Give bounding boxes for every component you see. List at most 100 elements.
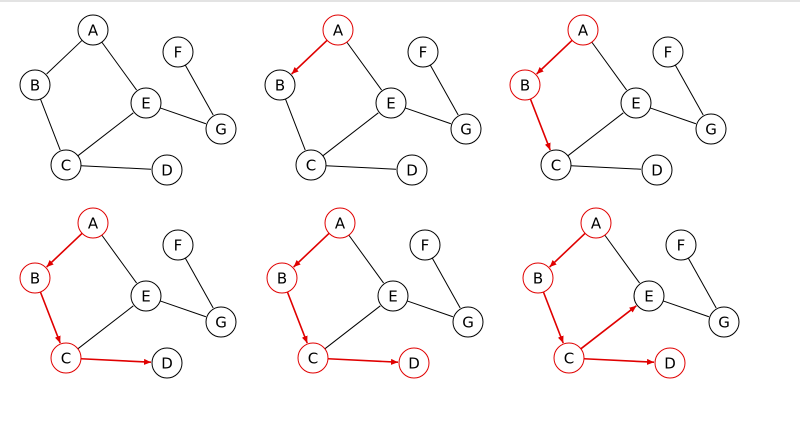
edge-a-e	[591, 41, 628, 91]
edge-c-e	[322, 112, 379, 157]
node-label: E	[644, 288, 653, 306]
edge-a-e	[101, 234, 138, 284]
node-c: C	[540, 149, 572, 181]
node-label: B	[533, 270, 543, 288]
node-circle	[77, 207, 109, 239]
node-label: B	[275, 77, 285, 95]
node-d: D	[398, 347, 430, 379]
node-label: D	[408, 355, 420, 373]
node-label: E	[141, 288, 150, 306]
node-circle	[151, 347, 183, 379]
node-label: A	[88, 22, 99, 40]
node-circle	[641, 154, 673, 186]
node-label: D	[651, 162, 663, 180]
node-circle	[409, 229, 441, 261]
node-d: D	[151, 154, 183, 186]
edge-c-e	[567, 112, 624, 157]
node-c: C	[553, 342, 585, 374]
edge-e-g	[405, 107, 452, 125]
traversal-arrow-a-b	[291, 39, 328, 75]
node-label: E	[388, 288, 397, 306]
node-f: F	[407, 36, 439, 68]
node-label: G	[215, 121, 227, 139]
node-label: C	[61, 350, 71, 368]
node-label: D	[406, 162, 418, 180]
node-circle	[19, 69, 51, 101]
node-circle	[620, 87, 652, 119]
node-b: B	[19, 69, 51, 101]
node-circle	[580, 207, 612, 239]
traversal-arrow-a-b	[293, 232, 330, 268]
node-circle	[450, 113, 482, 145]
node-a: A	[322, 14, 354, 46]
node-f: F	[162, 229, 194, 261]
node-label: E	[631, 95, 640, 113]
node-label: F	[174, 44, 183, 62]
node-a: A	[324, 207, 356, 239]
node-circle	[695, 113, 727, 145]
node-b: B	[19, 262, 51, 294]
node-circle	[266, 262, 298, 294]
node-circle	[398, 347, 430, 379]
edge-e-g	[650, 107, 697, 125]
edge-e-g	[407, 300, 454, 318]
node-f: F	[409, 229, 441, 261]
node-circle	[19, 262, 51, 294]
edge-e-g	[663, 300, 710, 318]
edge-c-d	[80, 165, 152, 170]
edge-f-g	[674, 64, 704, 116]
node-d: D	[641, 154, 673, 186]
node-e: E	[375, 87, 407, 119]
top-border	[0, 0, 800, 2]
edge-c-d	[325, 165, 397, 170]
node-label: F	[421, 237, 430, 255]
node-e: E	[130, 87, 162, 119]
node-circle	[633, 280, 665, 312]
edge-f-g	[429, 64, 459, 116]
traversal-arrow-b-c	[286, 291, 308, 344]
node-b: B	[522, 262, 554, 294]
node-g: G	[205, 306, 237, 338]
node-c: C	[297, 342, 329, 374]
node-circle	[297, 342, 329, 374]
traversal-arrow-a-b	[46, 232, 83, 268]
node-label: F	[419, 44, 428, 62]
node-circle	[654, 347, 686, 379]
node-circle	[375, 87, 407, 119]
node-label: B	[30, 270, 40, 288]
node-label: B	[520, 77, 530, 95]
node-label: E	[141, 95, 150, 113]
node-label: G	[705, 121, 717, 139]
node-circle	[162, 229, 194, 261]
edge-f-g	[687, 257, 717, 309]
node-g: G	[452, 306, 484, 338]
node-label: A	[88, 215, 99, 233]
node-label: G	[462, 314, 474, 332]
edge-b-c	[284, 98, 306, 151]
traversal-arrow-b-c	[542, 291, 564, 344]
edge-c-e	[77, 112, 134, 157]
node-d: D	[654, 347, 686, 379]
traversal-arrow-c-d	[80, 357, 152, 365]
traversal-arrow-a-b	[536, 39, 573, 75]
node-circle	[540, 149, 572, 181]
node-label: G	[215, 314, 227, 332]
node-c: C	[50, 342, 82, 374]
traversal-arrow-c-d	[327, 357, 399, 365]
node-f: F	[665, 229, 697, 261]
node-label: A	[578, 22, 589, 40]
traversal-arrow-b-c	[39, 291, 61, 344]
edge-c-e	[324, 305, 381, 350]
edge-a-b	[46, 39, 83, 75]
traversal-arrow-c-d	[583, 357, 655, 365]
node-label: C	[306, 157, 316, 175]
node-circle	[377, 280, 409, 312]
edge-a-e	[604, 234, 641, 284]
node-circle	[264, 69, 296, 101]
node-circle	[324, 207, 356, 239]
node-e: E	[130, 280, 162, 312]
